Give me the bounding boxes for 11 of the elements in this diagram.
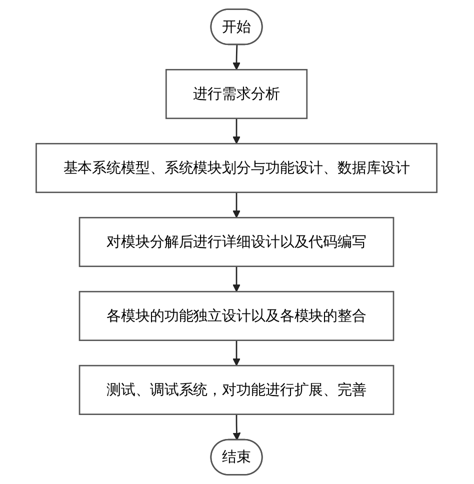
arrow (233, 44, 241, 70)
arrow (233, 192, 241, 218)
arrow (233, 118, 241, 144)
node-box: 基本系统模型、系统模块划分与功能设计、数据库设计 (36, 142, 438, 194)
node-box: 对模块分解后进行详细设计以及代码编写 (79, 216, 395, 268)
node-box: 测试、调试系统，对功能进行扩展、完善 (79, 364, 395, 415)
arrow (233, 340, 241, 366)
node-box: 各模块的功能独立设计以及各模块的整合 (79, 290, 395, 342)
arrow (233, 266, 241, 292)
node-box: 进行需求分析 (166, 68, 308, 120)
arrow (233, 414, 242, 440)
